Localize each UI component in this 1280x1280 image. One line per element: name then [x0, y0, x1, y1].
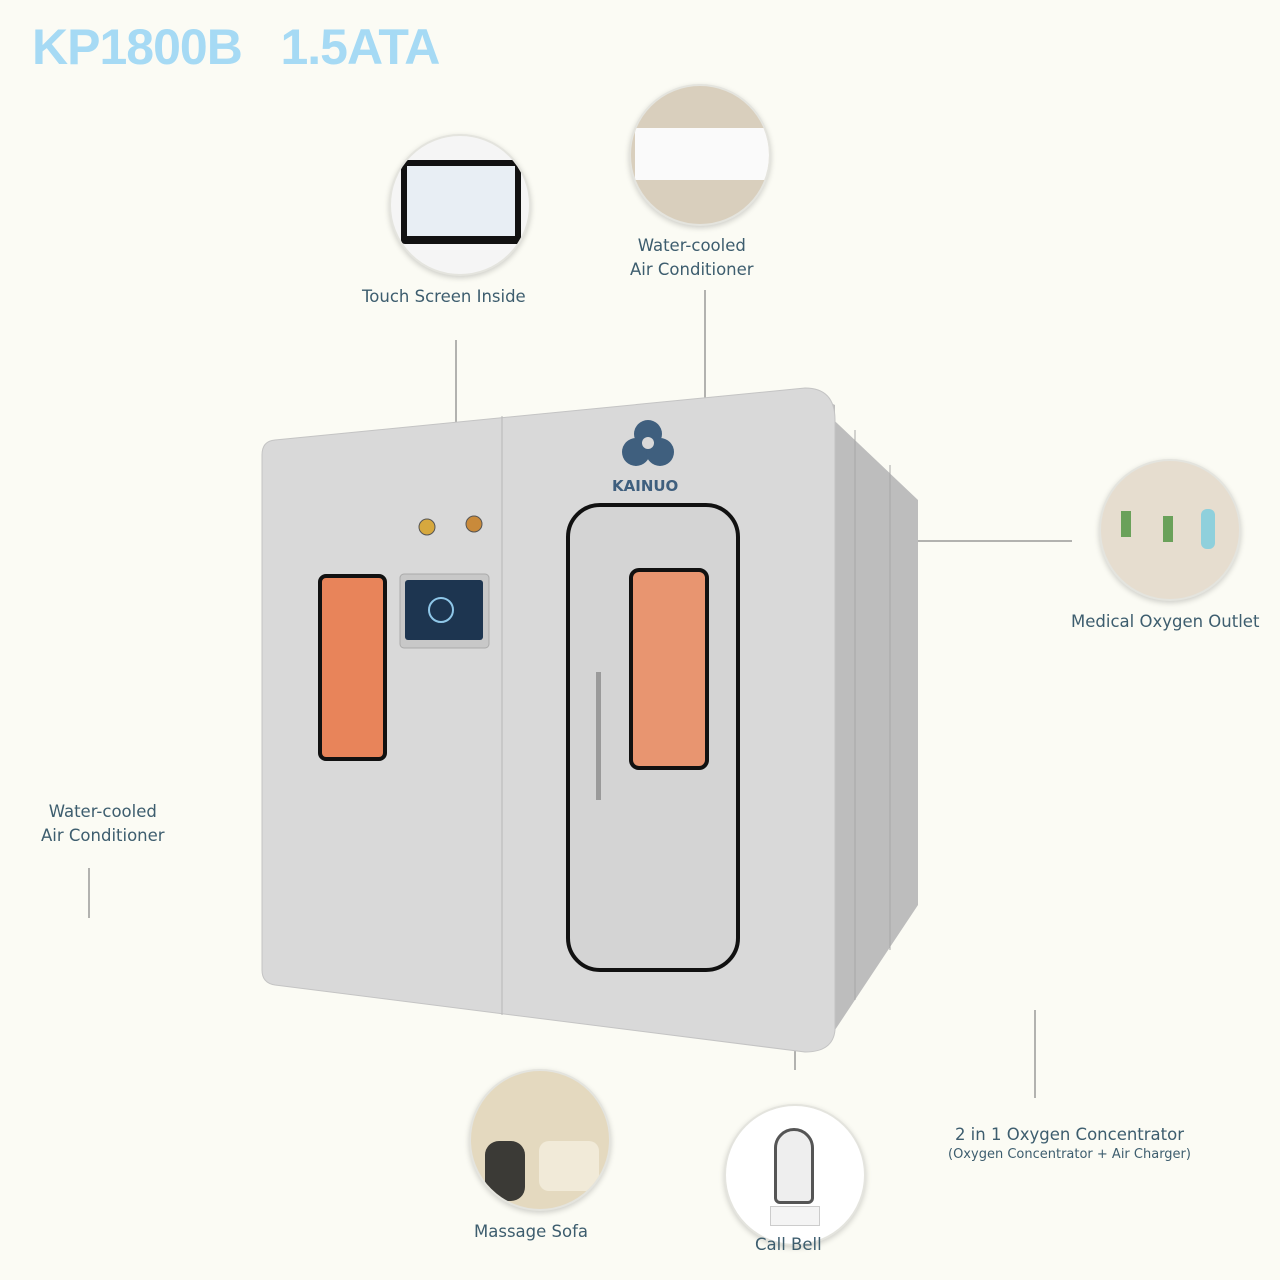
air-conditioner-photo — [629, 84, 771, 226]
label-ac-left-line1: Water-cooled — [48, 802, 157, 821]
label-ac-top: Water-cooled Air Conditioner — [630, 234, 754, 282]
massage-sofa-photo — [469, 1069, 611, 1211]
product-title: KP1800B 1.5ATA — [32, 19, 440, 75]
side-window — [318, 574, 387, 761]
label-concentrator-title: 2 in 1 Oxygen Concentrator — [954, 1125, 1185, 1144]
label-ac-left-line2: Air Conditioner — [41, 826, 165, 845]
label-ac-left: Water-cooled Air Conditioner — [41, 800, 165, 848]
indicator-light — [465, 515, 483, 533]
label-massage-sofa: Massage Sofa — [474, 1222, 589, 1241]
label-concentrator-sub: (Oxygen Concentrator + Air Charger) — [948, 1147, 1191, 1162]
oxygen-outlet-photo — [1099, 459, 1241, 601]
label-ac-top-line2: Air Conditioner — [630, 260, 754, 279]
chamber-side — [800, 388, 918, 1030]
label-concentrator: 2 in 1 Oxygen Concentrator (Oxygen Conce… — [948, 1123, 1191, 1163]
call-bell-photo — [724, 1104, 866, 1246]
brand-logo-text: KAINUO — [612, 477, 679, 495]
label-touch-screen: Touch Screen Inside — [362, 287, 526, 306]
touch-screen-photo — [389, 134, 531, 276]
kainuo-logo-icon — [622, 420, 674, 466]
door-window — [629, 568, 709, 770]
label-call-bell: Call Bell — [755, 1235, 822, 1254]
indicator-light — [418, 518, 436, 536]
label-oxygen-outlet: Medical Oxygen Outlet — [1071, 612, 1260, 631]
label-ac-top-line1: Water-cooled — [637, 236, 746, 255]
door-handle — [596, 672, 601, 800]
control-screen — [405, 580, 483, 640]
